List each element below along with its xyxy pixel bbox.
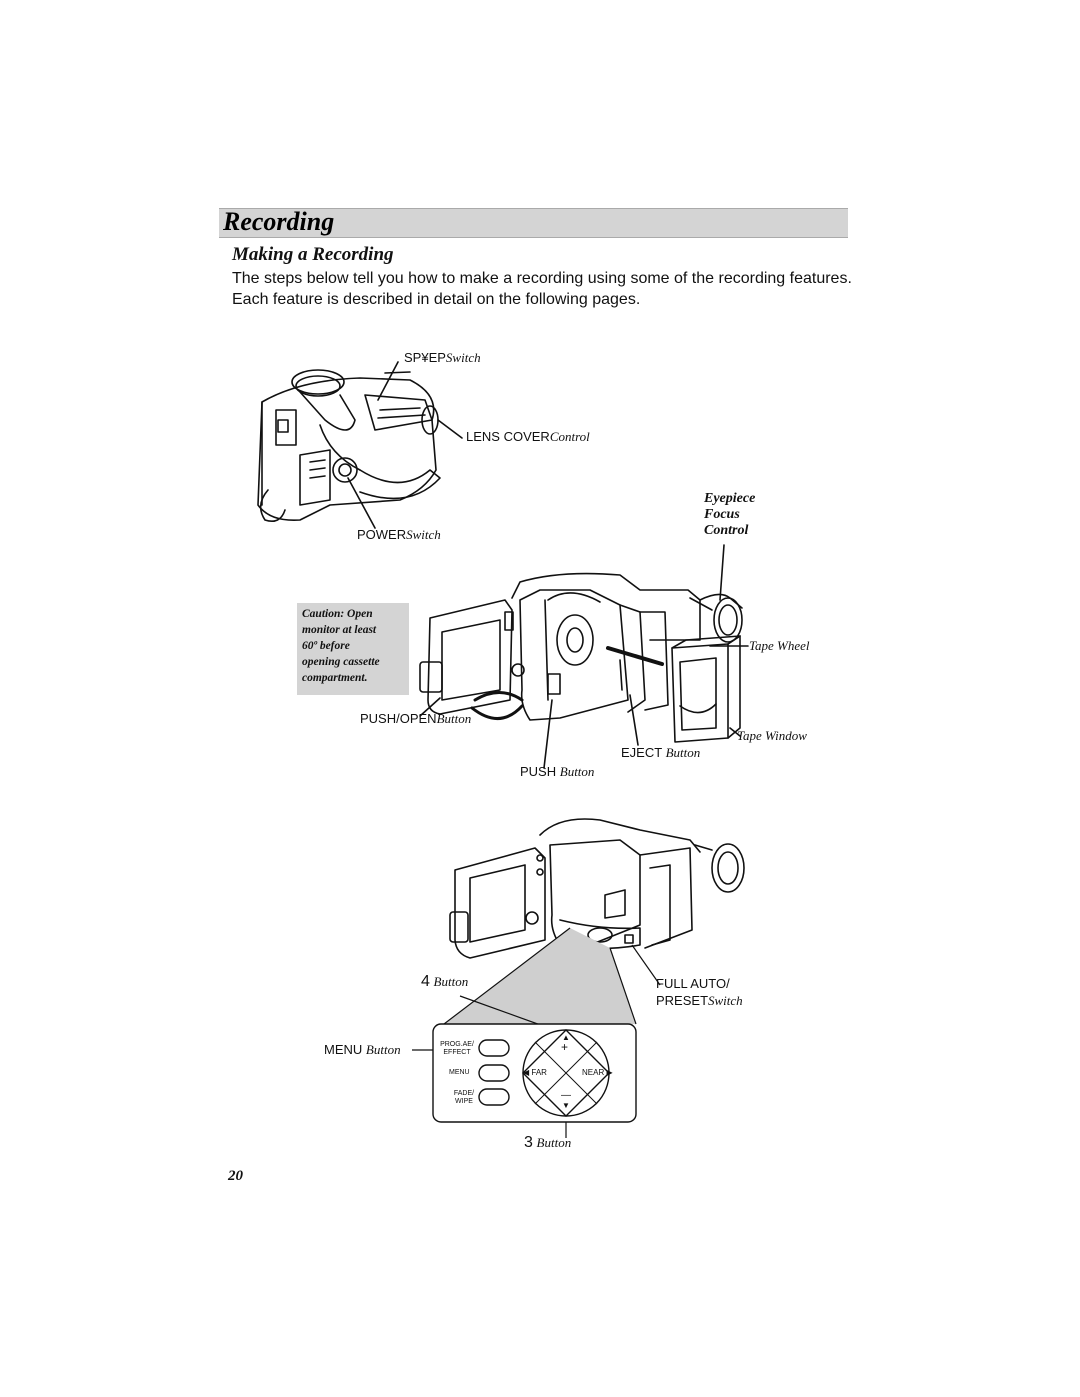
power-switch-label: POWERSwitch [357,527,441,542]
menu-button-label: MENU Button [324,1042,401,1057]
fade-wipe-text: FADE/WIPE [453,1090,475,1105]
up-arrow-icon: ▲ [562,1033,570,1042]
tape-wheel-label: Tape Wheel [749,638,810,653]
lens-cover-control-label: LENS COVERControl [466,429,590,444]
section-header-bar: Recording [219,207,848,238]
button-4-label: 4 Button [421,973,469,990]
eject-button-label: EJECT Button [621,745,701,760]
intro-paragraph: The steps below tell you how to make a r… [232,270,852,308]
plus-sign: + [561,1040,569,1054]
control-panel-illustration [432,1023,637,1123]
camcorder-open-illustration [419,572,743,721]
subsection-title: Making a Recording [232,244,394,265]
camcorder-top-illustration [257,369,441,523]
push-button-label: PUSH Button [520,764,595,779]
push-open-button-label: PUSH/OPENButton [360,711,472,726]
prog-ae-effect-text: PROG.AE/EFFECT [440,1041,474,1056]
section-title: Recording [223,207,335,236]
far-text: ◀ FAR [523,1068,547,1077]
caution-note: Caution: Open monitor at least 60º befor… [297,603,409,695]
down-arrow-icon: ▼ [562,1101,570,1110]
near-text: NEAR ▶ [582,1068,613,1077]
button-3-label: 3 Button [524,1134,572,1151]
full-auto-preset-switch-label: FULL AUTO/ PRESETSwitch [656,976,743,1008]
cassette-illustration [671,635,741,743]
tape-window-label: Tape Window [737,728,807,743]
camcorder-panel-illustration [449,818,745,959]
page-number: 20 [228,1168,243,1184]
sp-ep-switch-label: SP¥EPSwitch [404,350,481,365]
menu-panel-text: MENU [449,1069,470,1076]
eyepiece-focus-control-label: Eyepiece Focus Control [704,491,756,538]
minus-sign: — [561,1090,571,1101]
